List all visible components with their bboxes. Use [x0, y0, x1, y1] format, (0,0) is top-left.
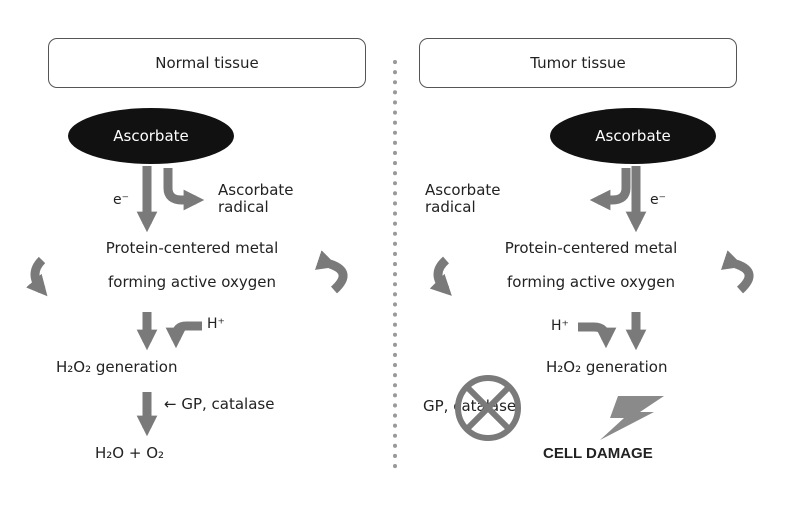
normal-ascorbate-label: Ascorbate [113, 127, 189, 145]
lightning-bolt-icon [600, 396, 664, 440]
prohibited-icon [455, 375, 521, 441]
tumor-radical-arrow [589, 168, 631, 211]
tumor-tissue-title: Tumor tissue [530, 54, 626, 72]
normal-radical-line1: Ascorbate [218, 181, 294, 199]
normal-enzymes-label: ← GP, catalase [164, 395, 275, 413]
tumor-h2o2-label: H₂O₂ generation [546, 358, 668, 376]
normal-ascorbate-node: Ascorbate [68, 108, 234, 164]
normal-metal-label: Protein-centered metal forming active ox… [74, 239, 310, 292]
normal-proton-label: H⁺ [207, 316, 225, 332]
normal-cycle-left-icon [26, 256, 48, 297]
tumor-ascorbate-node: Ascorbate [550, 108, 716, 164]
tumor-metal-line2: forming active oxygen [506, 273, 676, 292]
normal-tissue-header: Normal tissue [48, 38, 366, 88]
normal-metal-line1: Protein-centered metal [105, 239, 279, 257]
tumor-radical-line1: Ascorbate [425, 181, 501, 199]
normal-electron-label: e⁻ [113, 192, 130, 208]
tumor-radical-line2: radical [425, 198, 476, 217]
tumor-metal-line1: Protein-centered metal [504, 239, 678, 257]
normal-radical-arrow [163, 168, 205, 211]
tumor-proton-label: H⁺ [551, 318, 569, 334]
tumor-damage-label: CELL DAMAGE [543, 445, 653, 462]
normal-radical-label: Ascorbate radical [218, 181, 294, 217]
normal-h2o2-label: H₂O₂ generation [56, 358, 178, 376]
tumor-cycle-right-icon [720, 250, 754, 294]
normal-metal-line2: forming active oxygen [107, 273, 277, 292]
normal-radical-line2: radical [218, 198, 269, 217]
normal-tissue-title: Normal tissue [155, 54, 259, 72]
tumor-proton-arrow [578, 322, 617, 349]
normal-products-label: H₂O + O₂ [95, 444, 165, 462]
tumor-cycle-left-icon [429, 256, 452, 296]
tumor-radical-label: Ascorbate radical [425, 181, 501, 217]
tumor-electron-label: e⁻ [650, 192, 667, 208]
normal-proton-arrow [165, 321, 202, 349]
tumor-ascorbate-label: Ascorbate [595, 127, 671, 145]
normal-cycle-right-icon [314, 250, 348, 294]
tumor-tissue-header: Tumor tissue [419, 38, 737, 88]
tumor-metal-label: Protein-centered metal forming active ox… [473, 239, 709, 292]
